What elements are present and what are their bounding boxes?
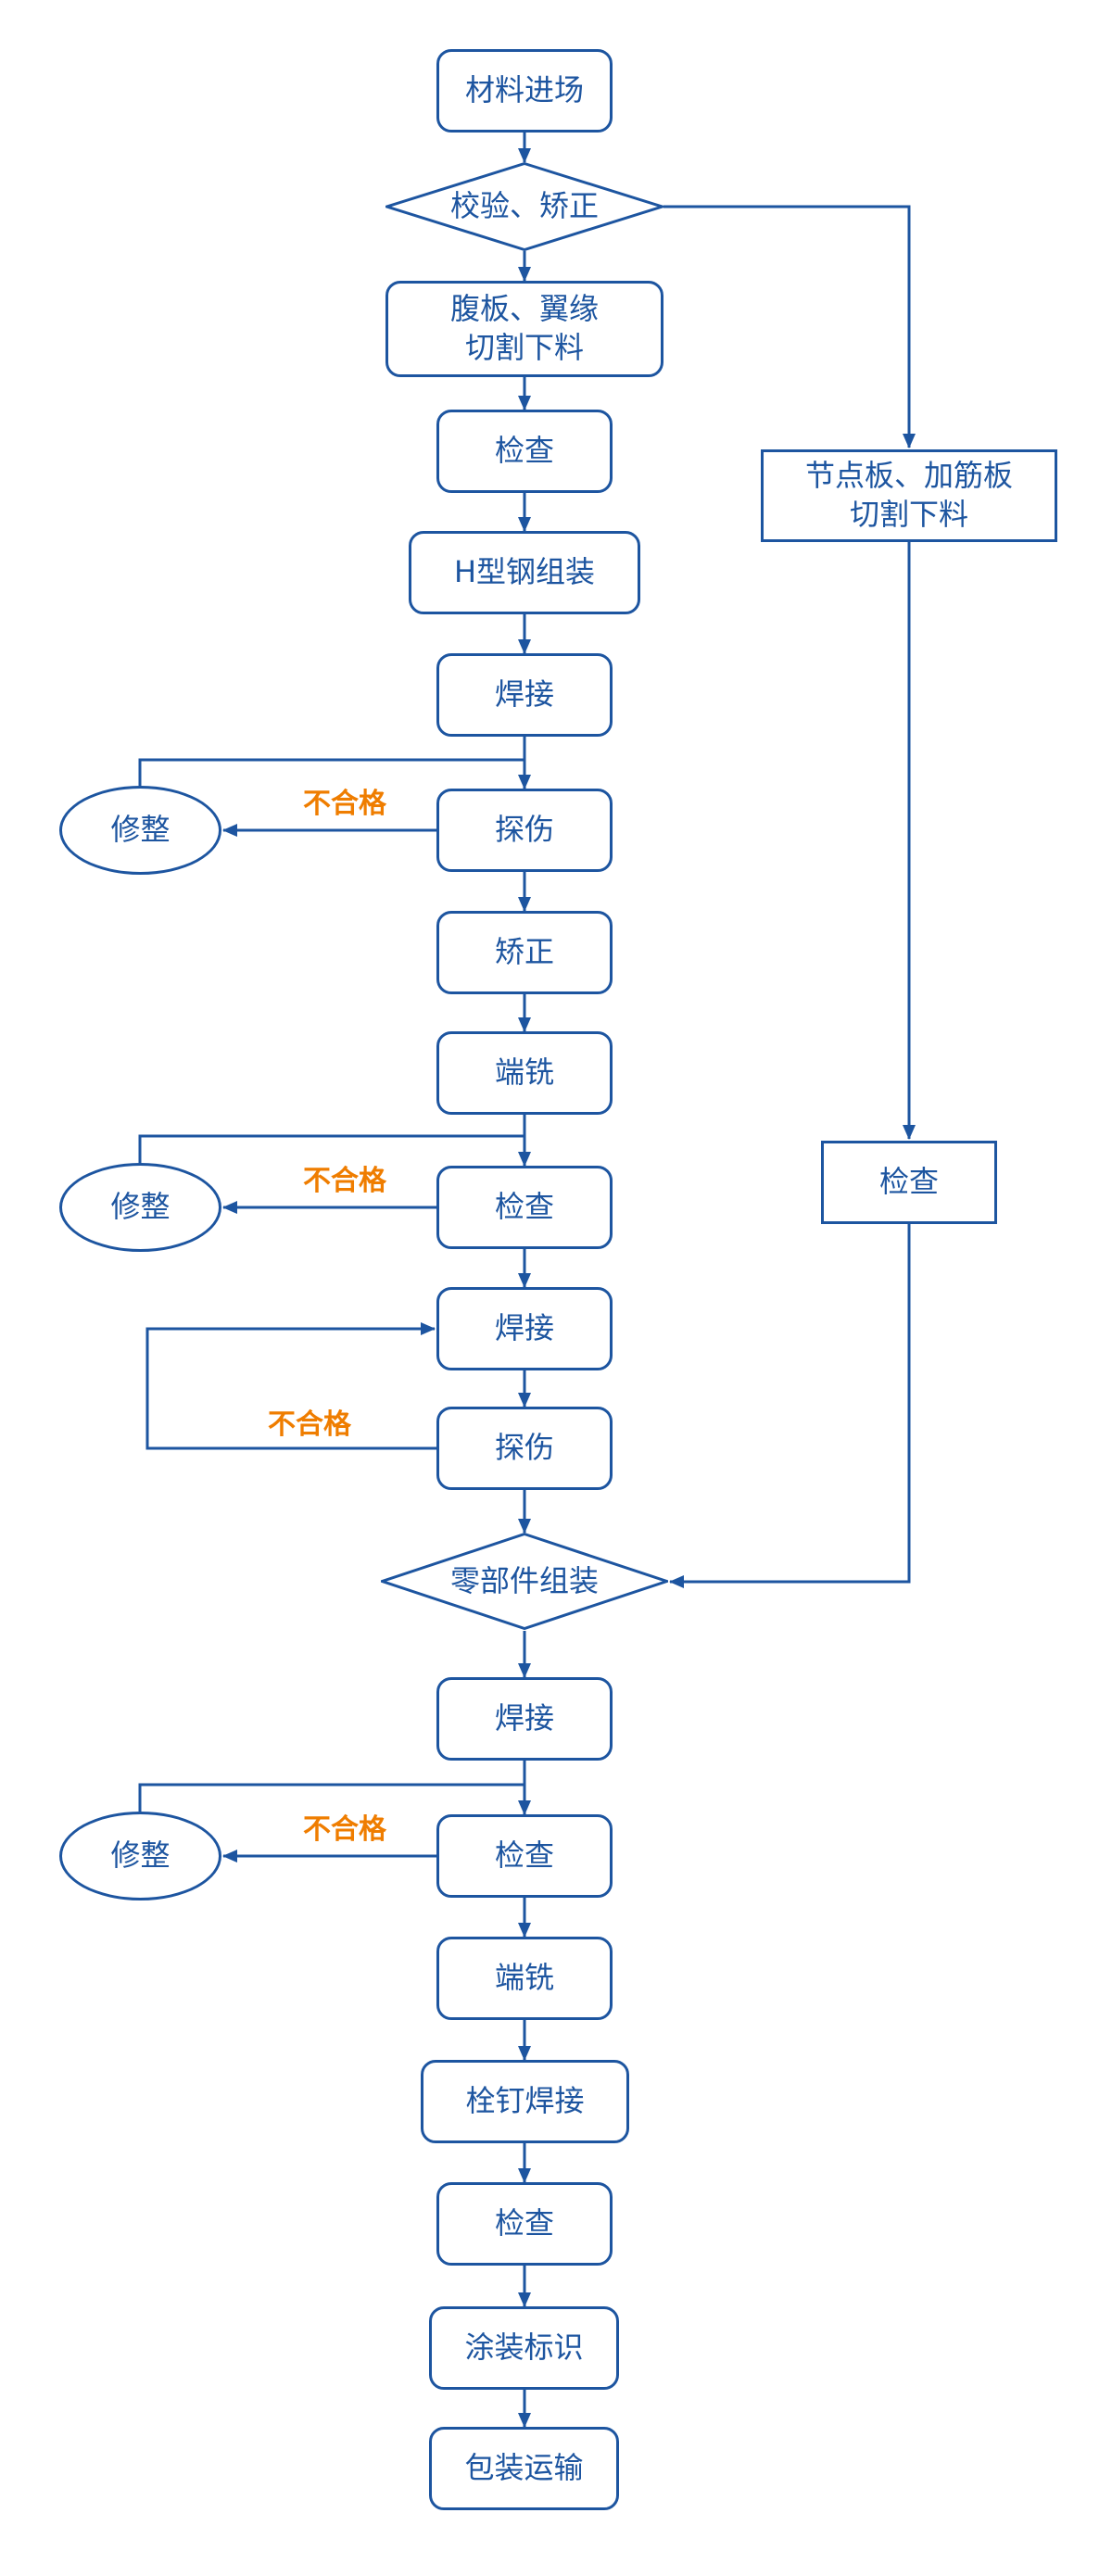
fail-label-4: 不合格	[303, 1813, 386, 1846]
node-inspect-2: 检查	[436, 1166, 613, 1249]
fail-label-3: 不合格	[268, 1408, 351, 1441]
node-repair-1: 修整	[59, 786, 221, 875]
node-inspect-1: 检查	[436, 410, 613, 493]
node-repair-3-label: 修整	[110, 1837, 171, 1874]
node-material-entry: 材料进场	[436, 49, 613, 133]
node-weld-2: 焊接	[436, 1287, 613, 1370]
decision-parts-assembly: 零部件组装	[381, 1533, 668, 1630]
node-gusset-stiffener-cutting-line1: 节点板、加筋板	[804, 458, 1013, 494]
node-weld-3-label: 焊接	[494, 1700, 554, 1736]
decision-verify-straighten: 校验、矫正	[385, 162, 663, 251]
node-inspect-4-label: 检查	[494, 2205, 554, 2241]
node-stud-welding-label: 栓钉焊接	[465, 2083, 585, 2119]
node-painting-marking-label: 涂装标识	[464, 2330, 584, 2366]
node-repair-1-label: 修整	[110, 812, 171, 848]
node-flaw-detect-2: 探伤	[436, 1407, 613, 1490]
node-web-flange-cutting-line1: 腹板、翼缘	[449, 291, 599, 327]
decision-verify-straighten-label: 校验、矫正	[449, 188, 599, 224]
node-end-mill-2-label: 端铣	[494, 1960, 554, 1996]
node-h-beam-assembly-label: H型钢组装	[453, 554, 596, 590]
node-repair-3: 修整	[59, 1812, 221, 1900]
fail-label-2: 不合格	[303, 1165, 386, 1197]
decision-parts-assembly-label: 零部件组装	[449, 1562, 599, 1598]
node-flaw-detect-1-label: 探伤	[494, 812, 554, 848]
node-inspect-3: 检查	[436, 1814, 613, 1898]
node-web-flange-cutting-line2: 切割下料	[464, 330, 584, 365]
node-inspect-3-label: 检查	[494, 1837, 554, 1874]
node-material-entry-label: 材料进场	[464, 72, 584, 108]
node-weld-1-label: 焊接	[494, 676, 554, 713]
node-flaw-detect-2-label: 探伤	[494, 1430, 554, 1466]
node-h-beam-assembly: H型钢组装	[409, 531, 640, 614]
node-painting-marking: 涂装标识	[429, 2306, 619, 2390]
node-packing-transport: 包装运输	[429, 2427, 619, 2510]
node-end-mill-2: 端铣	[436, 1937, 613, 2020]
node-repair-2-label: 修整	[110, 1189, 171, 1225]
node-end-mill-1: 端铣	[436, 1031, 613, 1115]
node-inspect-2-label: 检查	[494, 1189, 554, 1225]
node-inspect-right-label: 检查	[878, 1164, 939, 1200]
node-weld-3: 焊接	[436, 1677, 613, 1761]
node-weld-1: 焊接	[436, 653, 613, 737]
node-gusset-stiffener-cutting-line2: 切割下料	[849, 497, 968, 532]
diamond-shape	[381, 1533, 668, 1630]
node-straighten-label: 矫正	[494, 934, 554, 970]
node-gusset-stiffener-cutting: 节点板、加筋板 切割下料	[761, 449, 1057, 542]
node-stud-welding: 栓钉焊接	[421, 2060, 629, 2143]
node-weld-2-label: 焊接	[494, 1310, 554, 1346]
node-inspect-4: 检查	[436, 2182, 613, 2266]
diamond-shape	[385, 162, 663, 251]
node-flaw-detect-1: 探伤	[436, 789, 613, 872]
node-end-mill-1-label: 端铣	[494, 1054, 554, 1091]
node-inspect-right: 检查	[821, 1141, 997, 1224]
node-straighten: 矫正	[436, 911, 613, 994]
fail-label-1: 不合格	[303, 788, 386, 820]
node-packing-transport-label: 包装运输	[464, 2450, 584, 2486]
node-inspect-1-label: 检查	[494, 433, 554, 469]
node-repair-2: 修整	[59, 1163, 221, 1252]
node-web-flange-cutting: 腹板、翼缘 切割下料	[385, 281, 663, 377]
